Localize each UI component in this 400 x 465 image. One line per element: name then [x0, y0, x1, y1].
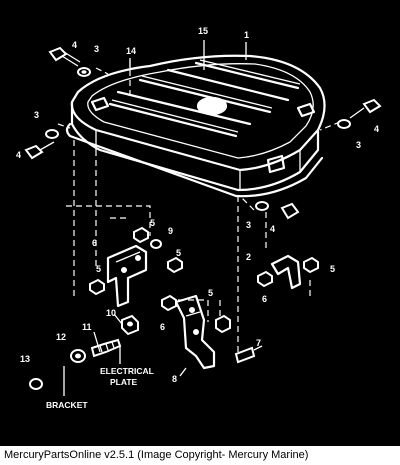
callout-4-left: 4: [16, 150, 21, 160]
callout-5-small: 5: [176, 248, 181, 258]
nut-6-center: [161, 294, 177, 312]
callout-3-right: 3: [356, 140, 361, 150]
exploded-parts-diagram: 1 15 14 4 3 3 4 3 4 3 4 5 9 6 5 5 2 5 6 …: [16, 26, 382, 410]
callout-5-left: 5: [96, 264, 101, 274]
callout-15: 15: [198, 26, 208, 36]
callout-12: 12: [56, 332, 66, 342]
alignment-lines: [57, 60, 341, 360]
text-labels: ELECTRICAL PLATE BRACKET: [46, 366, 154, 410]
washer-9: [150, 239, 162, 249]
callout-14: 14: [126, 46, 136, 56]
screw-4-top-left: [48, 46, 81, 67]
nut-10: [121, 314, 139, 336]
callout-10: 10: [106, 308, 116, 318]
bracket-label: BRACKET: [46, 400, 88, 410]
washer-3-lower-right: [255, 201, 269, 211]
nut-5-small: [167, 256, 183, 274]
callout-6-right: 6: [262, 294, 267, 304]
bracket-6-assembly: [106, 244, 148, 308]
callout-6-bracket: 6: [92, 238, 97, 248]
callout-5-mid: 5: [208, 288, 213, 298]
callout-6-center: 6: [160, 322, 165, 332]
callout-2: 2: [246, 252, 251, 262]
callout-7: 7: [256, 338, 261, 348]
nut-6-right: [257, 270, 273, 288]
screw-4-right: [349, 98, 382, 119]
callout-11: 11: [82, 322, 92, 332]
callout-3-left: 3: [34, 110, 39, 120]
callout-4-lower: 4: [270, 224, 275, 234]
clip-2: [270, 254, 302, 290]
nut-5-mid: [215, 314, 231, 334]
nut-5-right: [303, 256, 319, 274]
bolt-11: [90, 338, 122, 358]
nut-5-center: [133, 226, 149, 244]
leader-lines: [63, 40, 247, 396]
callout-5-center: 5: [150, 218, 155, 228]
electrical-plate-label-line1: ELECTRICAL: [100, 366, 154, 376]
nut-5-left: [89, 278, 105, 296]
screw-7: [234, 345, 263, 364]
screw-4-left: [24, 141, 55, 160]
callout-4-right: 4: [374, 124, 379, 134]
washer-3-top-left: [77, 67, 91, 77]
callout-13: 13: [20, 354, 30, 364]
callout-4-top: 4: [72, 40, 77, 50]
callout-numbers: 1 15 14 4 3 3 4 3 4 3 4 5 9 6 5 5 2 5 6 …: [16, 26, 379, 384]
callout-3-top: 3: [94, 44, 99, 54]
washer-3-left: [45, 129, 59, 139]
electrical-plate-label-line2: PLATE: [110, 377, 138, 387]
callout-8: 8: [172, 374, 177, 384]
cover-part: [65, 54, 326, 198]
washer-13: [29, 378, 43, 390]
callout-1: 1: [244, 30, 249, 40]
bracket-8: [174, 294, 216, 370]
footer-text: MercuryPartsOnline v2.5.1 (Image Copyrig…: [4, 449, 309, 461]
callout-5-right: 5: [330, 264, 335, 274]
callout-3-lower: 3: [246, 220, 251, 230]
callout-9: 9: [168, 226, 173, 236]
washer-12: [70, 349, 86, 363]
copyright-footer: MercuryPartsOnline v2.5.1 (Image Copyrig…: [0, 446, 400, 465]
washer-3-right: [337, 119, 351, 129]
screw-4-lower-right: [280, 202, 300, 220]
